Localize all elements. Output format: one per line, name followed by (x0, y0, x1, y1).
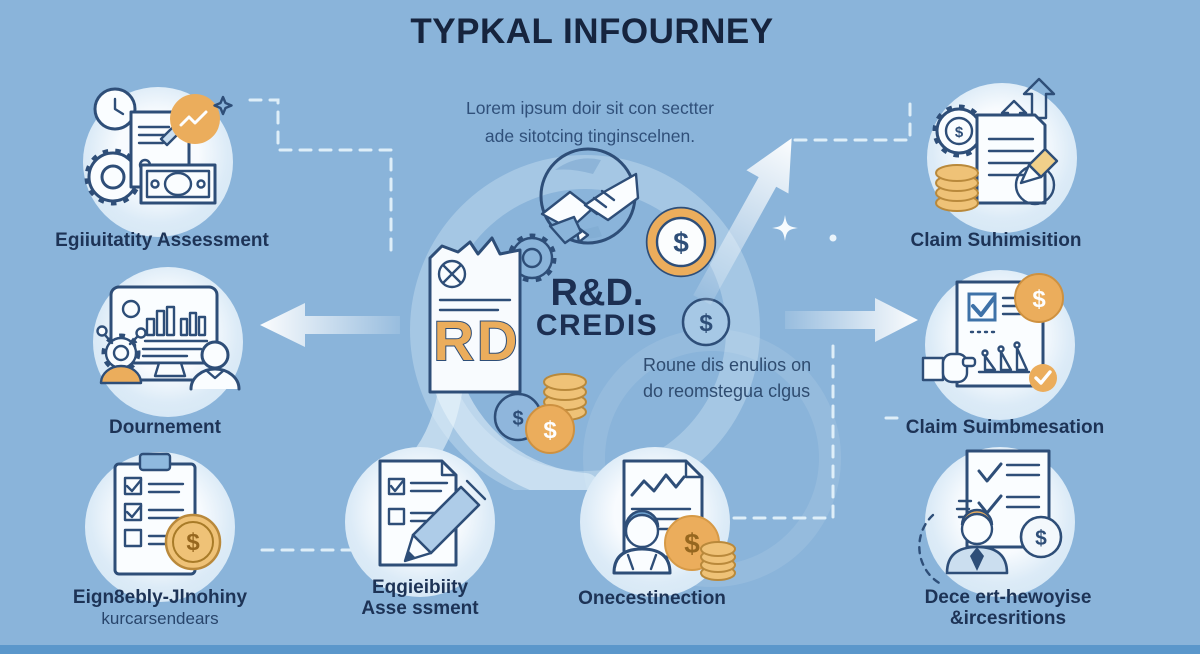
center-note: Roune dis enulios on do reomstegua clgus (643, 352, 811, 404)
dollar-glyph: $ (512, 408, 523, 430)
center-heading-1: R&D. (550, 272, 644, 314)
gear-clock-money-icon (84, 87, 233, 206)
step-label-bottom-left: Eqgieibiity Asse ssment (361, 577, 478, 619)
step-label-bottom-right: Onecestinection (578, 588, 726, 609)
step-right-bottom: $ (915, 437, 1085, 607)
dollar-glyph: $ (699, 310, 713, 337)
center-heading-2: CREDIS (535, 309, 659, 342)
step-label-left-bottom-line2: kurcarsendears (101, 609, 219, 628)
arrow-up-right (693, 138, 792, 305)
step-left-top (73, 77, 243, 247)
dollar-glyph: $ (1035, 527, 1047, 550)
dot-sparkle (829, 234, 837, 242)
rd-document-icon: RD (428, 215, 583, 394)
step-label-left-top: Egiiuitatity Assessment (55, 230, 269, 251)
step-label-bottom-left-line1: Eqgieibiity (371, 577, 469, 598)
footer-bar (0, 645, 1200, 654)
step-right-mid: $ (915, 260, 1085, 430)
arrow-left (260, 303, 400, 347)
claim-check-hand-icon: $ (921, 273, 1064, 392)
checklist-coin-icon: $ (113, 452, 222, 576)
center-ring-bright-arc (431, 363, 600, 490)
step-right-top: $ (917, 73, 1087, 243)
monitor-chart-icon (96, 285, 241, 391)
step-label-left-bottom: Eign8ebly-Jlnohiny kurcarsendears (73, 587, 247, 629)
dollar-glyph: $ (186, 529, 200, 556)
dollar-ring-icon: $ (645, 206, 717, 278)
dashed-connectors (248, 93, 912, 552)
document-gear-coins-icon: $ (932, 77, 1059, 212)
growth-arrow-icon (1022, 77, 1056, 120)
hand-icon (921, 356, 945, 382)
dollar-glyph: $ (543, 417, 557, 444)
checklist-pencil-icon (378, 459, 487, 567)
dollar-glyph: $ (673, 227, 689, 258)
arrow-right (785, 298, 918, 342)
sparkle-icon (772, 215, 798, 241)
person-finance-icon: $ (612, 459, 736, 581)
step-left-mid (83, 257, 253, 427)
subtitle-line1: Lorem ipsum doir sit con sectter (465, 98, 715, 118)
step-bottom-left (335, 437, 505, 607)
step-left-bottom: $ (75, 442, 245, 612)
subtitle-line2: ade sitotcing tinginscelnen. (484, 126, 696, 146)
center-note-line1: Roune dis enulios on (643, 355, 812, 375)
step-label-right-bottom-line2: &ircesritions (949, 608, 1067, 629)
subtitle: Lorem ipsum doir sit con sectter ade sit… (466, 94, 714, 150)
dollar-glyph: $ (684, 528, 700, 559)
step-label-right-mid: Claim Suimbmesation (905, 417, 1105, 438)
center-note-line2: do reomstegua clgus (643, 381, 811, 401)
dollar-glyph: $ (955, 124, 964, 141)
expert-review-icon: $ (918, 449, 1063, 587)
step-label-right-bottom-line1: Dece ert-hewoyise (924, 587, 1092, 608)
step-bottom-right: $ (570, 437, 740, 607)
center-artwork: RD $ $ $ $ (410, 147, 760, 490)
sparkle-icon (213, 95, 233, 116)
check-icon (1034, 370, 1052, 385)
dollar-glyph: $ (1032, 286, 1046, 313)
dollar-circle-icon: $ (681, 297, 731, 347)
step-label-right-top: Claim Suhimisition (910, 230, 1082, 251)
step-label-left-mid: Dournement (109, 417, 221, 438)
step-label-bottom-left-line2: Asse ssment (361, 598, 479, 619)
page-title: TYPKAL INFOURNEY (410, 12, 774, 51)
rd-initials: RD (434, 309, 521, 372)
coin-stack-icon: $ $ (493, 373, 587, 454)
step-label-left-bottom-line1: Eign8ebly-Jlnohiny (72, 587, 248, 608)
step-label-right-bottom: Dece ert-hewoyise &ircesritions (925, 587, 1092, 629)
